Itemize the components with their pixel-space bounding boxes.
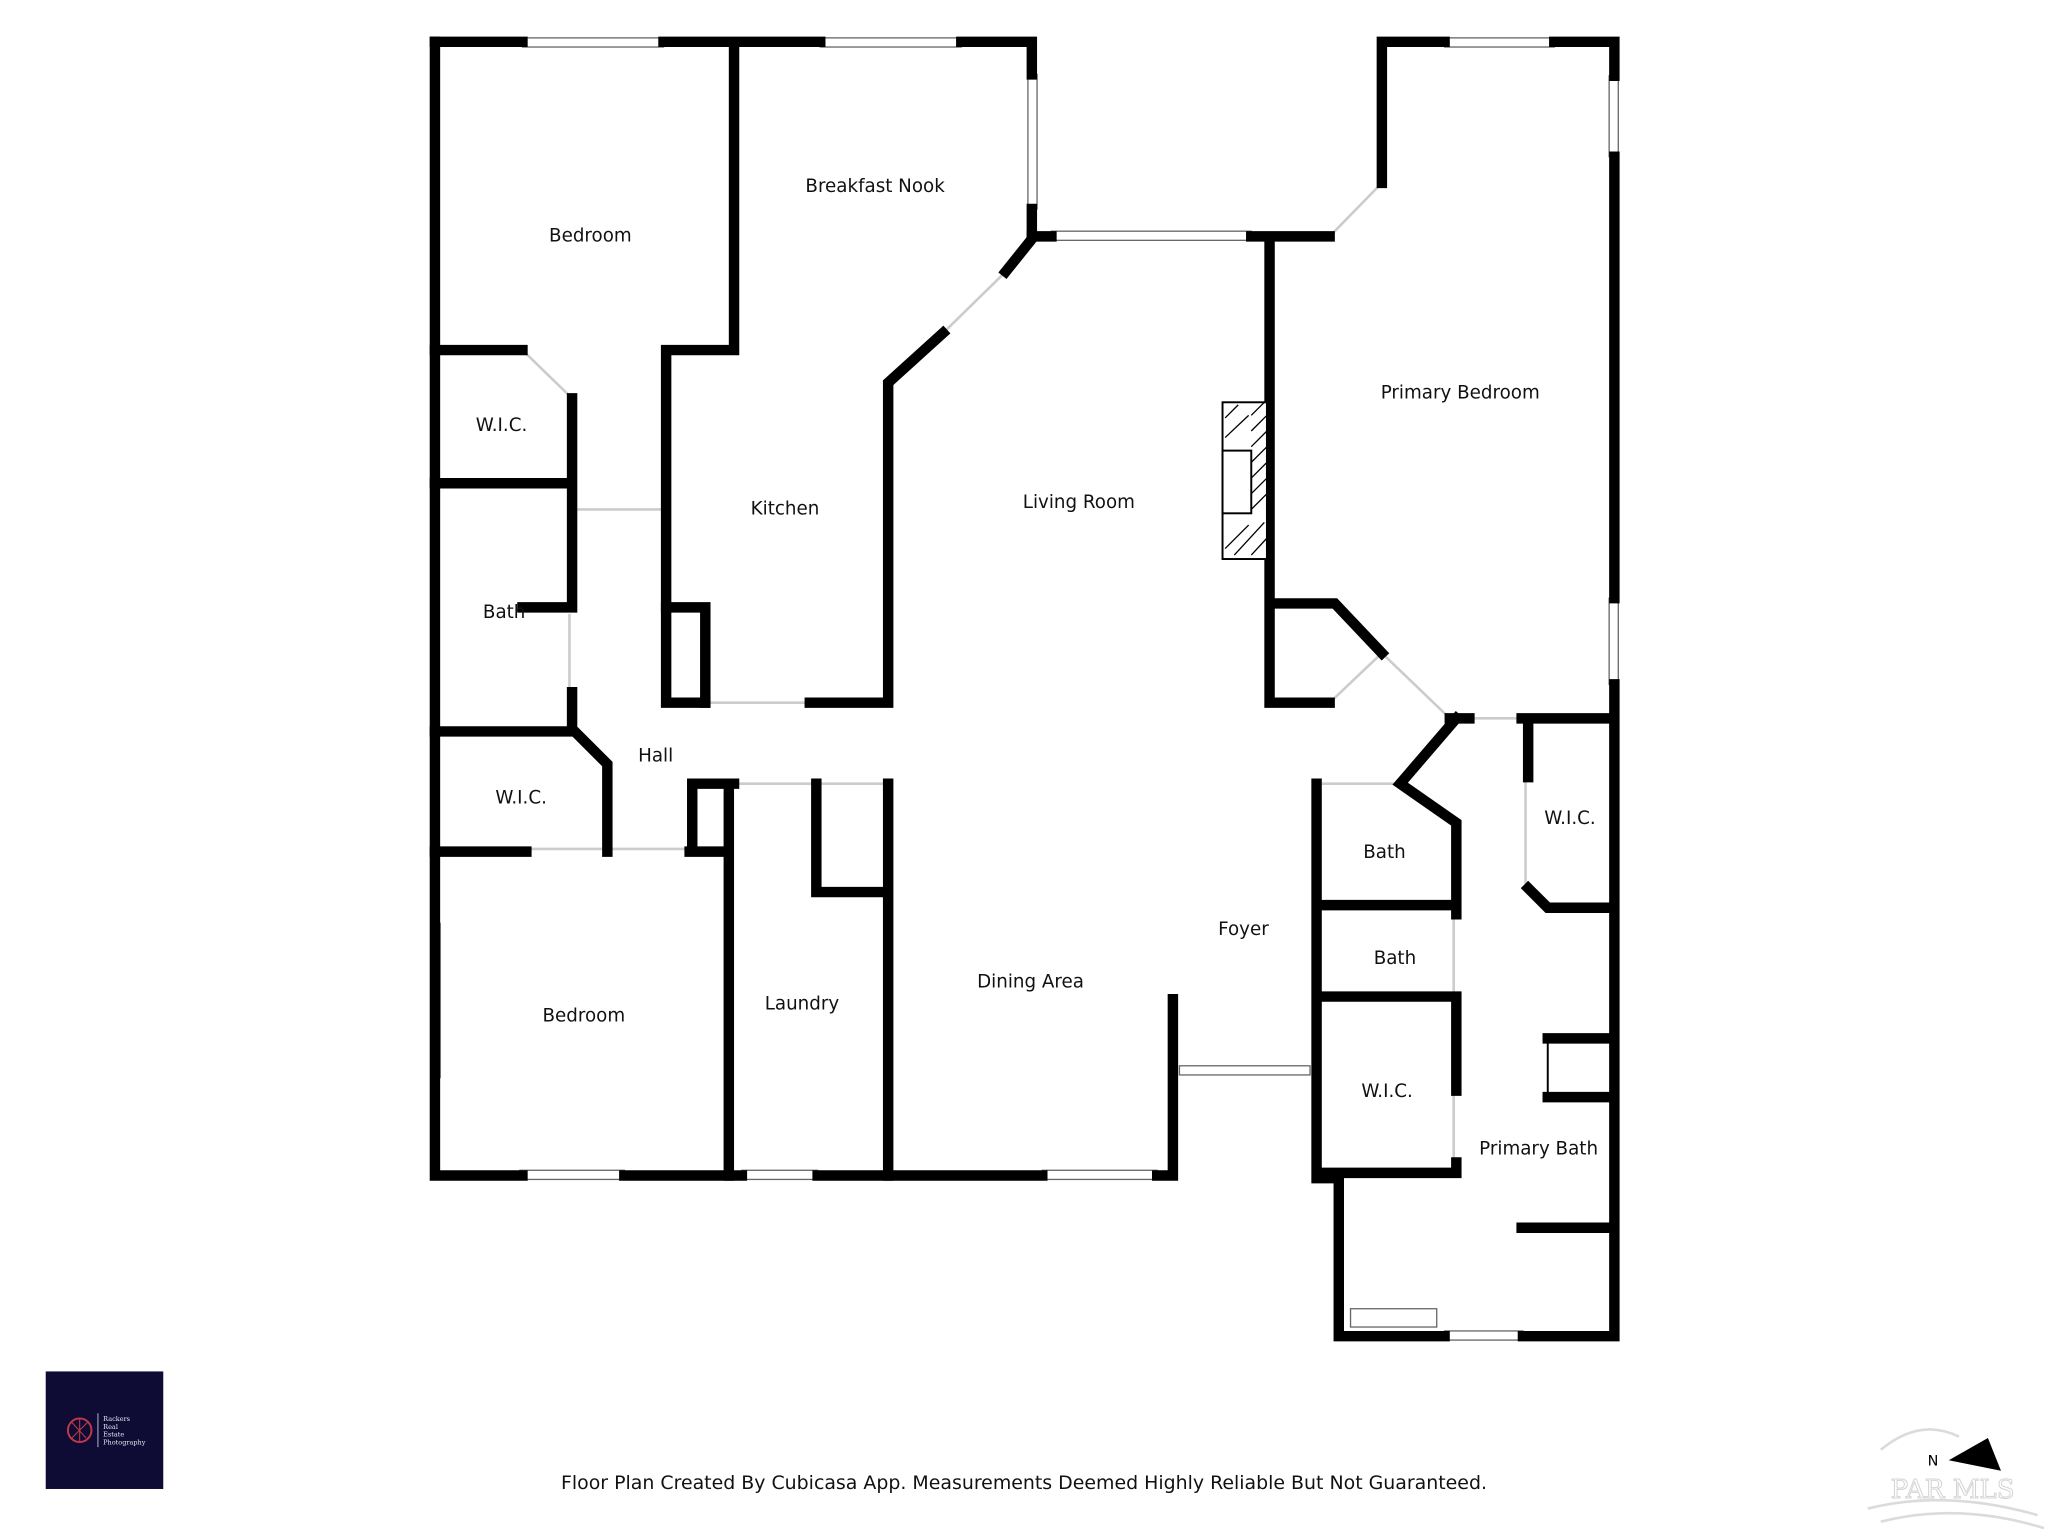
room-label-dining-area: Dining Area [977, 971, 1084, 992]
room-label-kitchen: Kitchen [751, 499, 820, 520]
room-label-hall: Hall [638, 745, 673, 766]
room-label-foyer: Foyer [1218, 919, 1269, 940]
room-label-wic: W.I.C. [495, 787, 547, 808]
room-label-breakfast-nook: Breakfast Nook [805, 176, 945, 197]
door-openings [521, 181, 1527, 1163]
room-label-wic: W.I.C. [476, 415, 528, 436]
logo-text: Photography [103, 1439, 146, 1447]
room-label-bedroom: Bedroom [543, 1005, 626, 1026]
room-label-laundry: Laundry [765, 994, 840, 1015]
room-label-bedroom: Bedroom [549, 226, 632, 247]
fireplace [1221, 399, 1268, 560]
room-label-primary-bath: Primary Bath [1479, 1139, 1598, 1160]
photographer-logo: Rackers Real Estate Photography [45, 1371, 164, 1489]
watermark-text: PAR MLS [1891, 1475, 2015, 1505]
disclaimer-text: Floor Plan Created By Cubicasa App. Meas… [561, 1472, 1487, 1494]
room-label-wic: W.I.C. [1361, 1081, 1413, 1102]
logo-text: Estate [103, 1431, 124, 1439]
room-label-bath: Bath [1363, 842, 1405, 863]
logo-text: Real [103, 1423, 118, 1431]
logo-text: Rackers [103, 1415, 131, 1423]
room-label-wic: W.I.C. [1544, 808, 1596, 829]
room-label-primary-bedroom: Primary Bedroom [1381, 382, 1540, 403]
room-label-bath: Bath [1374, 948, 1416, 969]
walls [429, 36, 1620, 1342]
room-label-bath: Bath [483, 602, 525, 623]
compass-label: N [1928, 1453, 1939, 1469]
room-label-living-room: Living Room [1023, 492, 1135, 513]
mls-watermark: PAR MLS [1867, 1428, 2045, 1530]
north-arrow-icon: N [1928, 1438, 2001, 1471]
